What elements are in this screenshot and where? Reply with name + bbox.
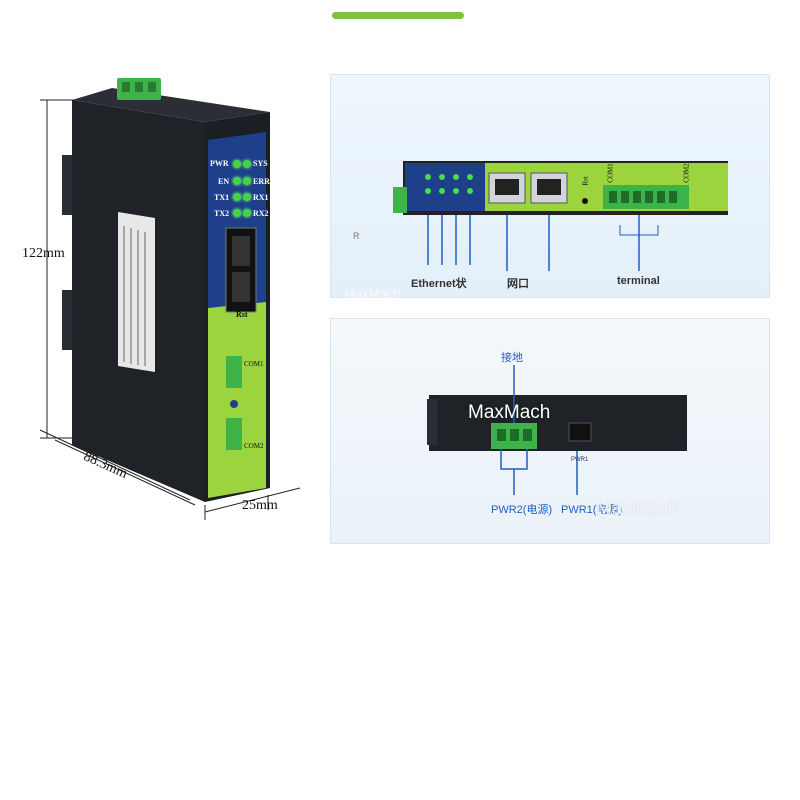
led-indicator	[243, 160, 251, 168]
watermark: MaxMach	[468, 402, 551, 423]
led-label-sys: SYS	[253, 159, 268, 168]
pwr1-small-label: PWR1	[571, 457, 589, 463]
led-label-tx2: TX2	[214, 209, 230, 218]
top-panel-com2: COM2	[682, 163, 691, 183]
callout-leds: Ethernet状	[411, 278, 467, 290]
com2-label: COM2	[244, 442, 264, 450]
power-view-panel: 接地 PWR1 PWR2(电源) PWR1(电源)	[330, 318, 770, 544]
led-indicator	[233, 177, 241, 185]
led-label-en: EN	[218, 177, 230, 186]
led-label-err: ERR	[253, 177, 270, 186]
led-indicator	[243, 209, 251, 217]
width-dimension: 25mm	[242, 498, 278, 513]
accent-bar	[332, 12, 464, 19]
led-label-pwr: PWR	[210, 159, 229, 168]
ground-label: 接地	[501, 352, 523, 364]
device-drawing	[39, 78, 301, 520]
top-panel-rst: Rst	[581, 176, 590, 186]
height-dimension: 122mm	[22, 246, 65, 261]
callout-terminal: terminal	[617, 275, 660, 287]
pwr1-label: PWR1(电源)	[561, 504, 623, 516]
led-indicator	[243, 177, 251, 185]
watermark: MaxMach	[596, 498, 679, 519]
top-panel-com1: COM1	[606, 163, 615, 183]
callout-rj45: 网口	[507, 278, 529, 290]
device-illustration: 122mm 88.3mm 25mm PWR EN TX1 TX2 SYS ERR…	[0, 0, 320, 540]
led-indicator	[243, 193, 251, 201]
led-label-rx1: RX1	[253, 193, 269, 202]
led-label-rx2: RX2	[253, 209, 269, 218]
top-view-drawing	[393, 161, 728, 271]
led-indicator	[233, 160, 241, 168]
pwr2-label: PWR2(电源)	[491, 504, 553, 516]
watermark: MaxMach	[344, 286, 401, 301]
led-indicator	[233, 193, 241, 201]
power-view-drawing	[427, 365, 687, 495]
led-label-tx1: TX1	[214, 193, 230, 202]
led-indicator	[233, 209, 241, 217]
top-view-panel: R Rst COM1 COM2 Ethernet状 网口 terminal	[330, 74, 770, 298]
top-panel-small-label: R	[353, 231, 360, 241]
rst-label: Rst	[236, 310, 248, 319]
com1-label: COM1	[244, 360, 264, 368]
